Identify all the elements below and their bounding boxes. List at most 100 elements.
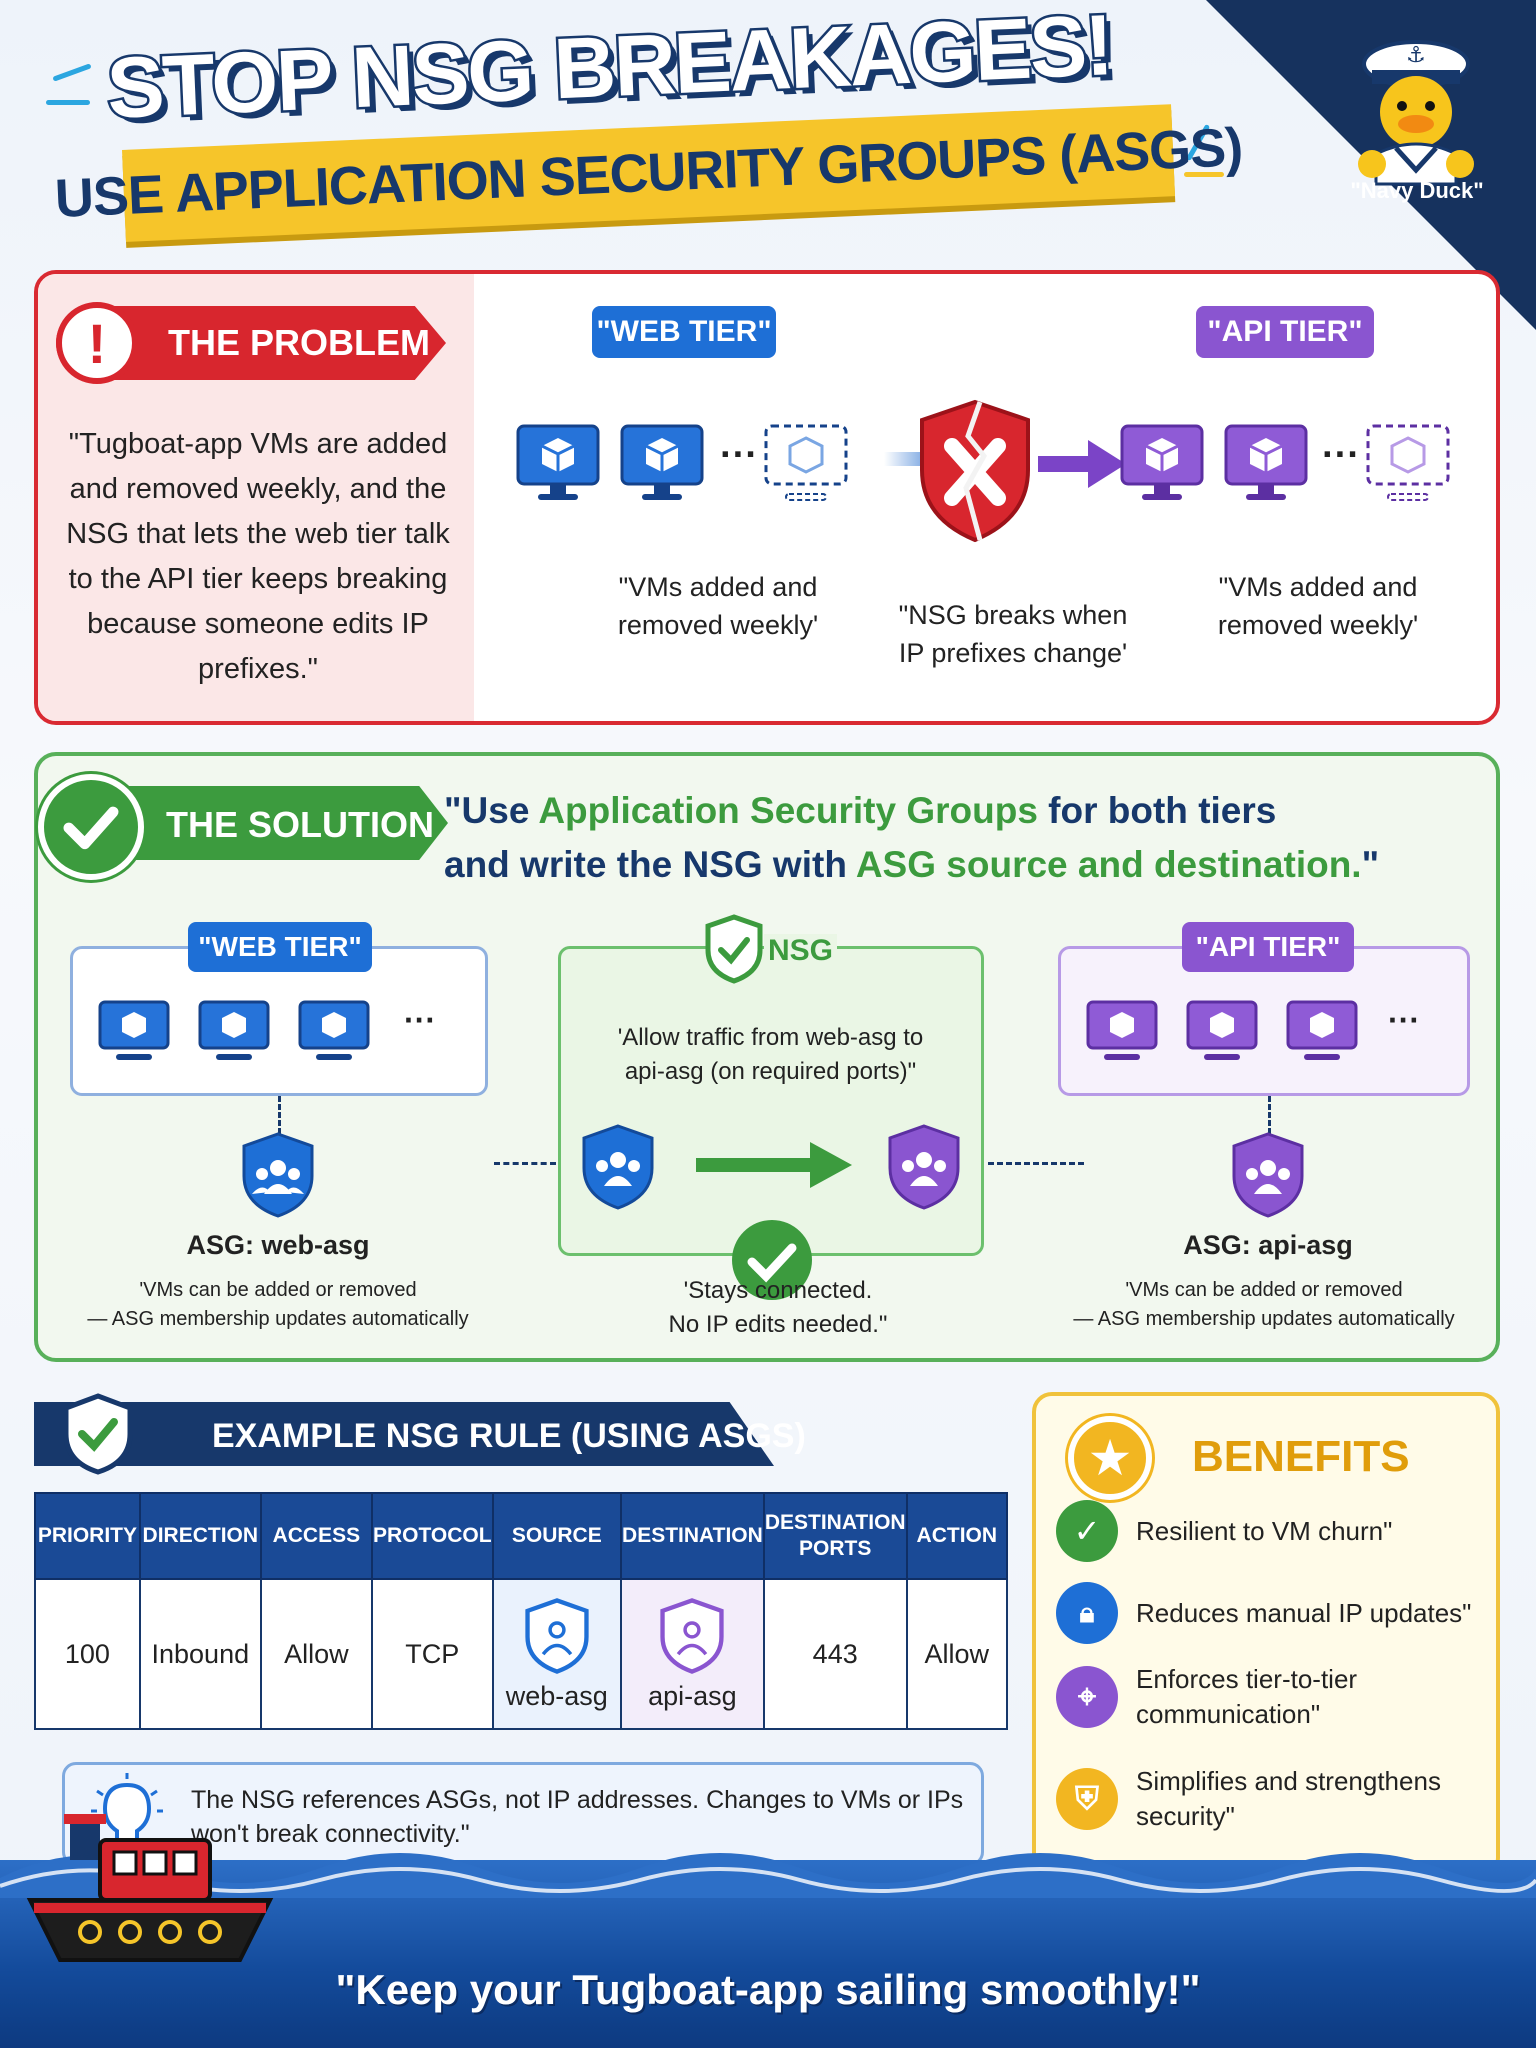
destination-cell: api-asg [620, 1578, 765, 1730]
vm-monitor-icon [298, 1000, 370, 1060]
destination-value: api-asg [648, 1680, 737, 1711]
nsg-shield-icon [705, 914, 763, 984]
column-header: SOURCE [491, 1492, 623, 1580]
arrow-right-icon [1038, 440, 1126, 488]
table-row: 100 Inbound Allow TCP web-asg api-asg 44… [34, 1578, 1009, 1730]
navy-duck-mascot-icon: ⚓ [1358, 40, 1474, 186]
vm-monitor-icon [516, 424, 600, 500]
column-header: PRIORITY [34, 1492, 141, 1580]
asg-shield-api-icon [660, 1597, 725, 1674]
api-asg-label: ASG: api-asg [1183, 1230, 1353, 1260]
shield-check-icon [63, 1393, 133, 1475]
check-icon: ✓ [1056, 1500, 1118, 1562]
quote-text: for both tiers [1037, 790, 1277, 831]
column-header: PROTOCOL [370, 1492, 494, 1580]
web-tier-pill: "WEB TIER" [188, 922, 372, 972]
connector-line [988, 1162, 1084, 1165]
stays-line: 'Stays connected. [683, 1277, 873, 1304]
web-tier-pill: "WEB TIER" [592, 306, 776, 358]
check-circle-icon [732, 1220, 812, 1300]
ellipsis: ··· [404, 1002, 436, 1038]
quote-text: "Use [444, 790, 539, 831]
spark-decoration [1184, 172, 1224, 177]
connector-line [278, 1096, 281, 1142]
ellipsis: ··· [1322, 434, 1360, 476]
asg-note-line: 'VMs can be added or removed [1125, 1279, 1403, 1301]
checkmark-icon [38, 774, 144, 880]
mascot-name: "Navy Duck" [1350, 178, 1484, 203]
column-header: DIRECTION [138, 1492, 262, 1580]
column-header: DESTINATION [620, 1492, 765, 1580]
web-tier-caption: "VMs added and removed weekly' [617, 572, 819, 640]
column-header: DESTINATION PORTS [762, 1492, 908, 1580]
solution-badge [88, 786, 448, 860]
table-cell: Allow [905, 1578, 1009, 1730]
spark-decoration [52, 63, 92, 82]
vm-dashed-icon [1366, 424, 1450, 501]
wave-decoration [0, 1853, 1536, 1898]
table-cell: 443 [762, 1578, 908, 1730]
stays-connected-text: 'Stays connected. No IP edits needed." [608, 1274, 948, 1342]
quote-text: " [1361, 844, 1380, 885]
api-tier-caption: "VMs added and removed weekly' [1217, 572, 1419, 640]
asg-note-line: — ASG membership updates automatically [87, 1308, 469, 1330]
api-tier-pill: "API TIER" [1182, 922, 1354, 972]
source-value: web-asg [505, 1680, 608, 1711]
table-cell: 100 [34, 1578, 141, 1730]
vm-monitor-icon [98, 1000, 170, 1060]
vm-monitor-icon [1224, 424, 1308, 500]
svg-text:⚓: ⚓ [1406, 42, 1426, 67]
nsg-breaks-caption: "NSG breaks when IP prefixes change' [898, 600, 1128, 668]
quote-highlight: Application Security Groups [538, 790, 1038, 831]
asg-shield-web-icon [242, 1132, 314, 1218]
table-cell: Allow [259, 1578, 373, 1730]
table-header-row: PRIORITY DIRECTION ACCESS PROTOCOL SOURC… [34, 1492, 1009, 1580]
footer-slogan: "Keep your Tugboat-app sailing smoothly!… [335, 1966, 1201, 2013]
example-rule-section: EXAMPLE NSG RULE (USING ASGS) PRIORITY D… [34, 1392, 1010, 1912]
problem-panel: ! THE PROBLEM "Tugboat-app VMs are added… [34, 270, 1500, 725]
source-cell: web-asg [491, 1578, 623, 1730]
quote-highlight: ASG source and destination. [855, 844, 1362, 885]
vm-monitor-icon [1120, 424, 1204, 500]
star-icon: ★ [1068, 1416, 1152, 1500]
vm-monitor-icon [620, 424, 704, 500]
benefit-item: Reduces manual IP updates" [1136, 1598, 1472, 1628]
benefit-item: Simplifies and strengthens security" [1136, 1766, 1441, 1831]
tugboat-icon [26, 1814, 274, 1962]
exclamation-icon: ! [56, 302, 138, 384]
vm-monitor-icon [1086, 1000, 1158, 1060]
table-cell: TCP [370, 1578, 494, 1730]
nsg-label: NSG [764, 934, 838, 968]
lock-icon: 🔒︎ [1056, 1582, 1118, 1644]
ellipsis: ··· [1388, 1002, 1420, 1038]
api-tier-pill: "API TIER" [1196, 306, 1374, 358]
target-icon: ⌖ [1056, 1666, 1118, 1728]
vm-monitor-icon [198, 1000, 270, 1060]
solution-label: THE SOLUTION [166, 804, 434, 845]
nsg-rule-text: 'Allow traffic from web-asg to api-asg (… [617, 1024, 924, 1085]
benefit-item: Enforces tier-to-tier communication" [1136, 1664, 1358, 1729]
asg-shield-web-icon [582, 1124, 654, 1210]
column-header: ACCESS [259, 1492, 373, 1580]
quote-text: and write the NSG with [444, 844, 856, 885]
problem-quote: "Tugboat-app VMs are added and removed w… [66, 428, 450, 685]
web-asg-label: ASG: web-asg [186, 1230, 370, 1260]
asg-note-line: 'VMs can be added or removed [139, 1279, 417, 1301]
web-asg-note: 'VMs can be added or removed — ASG member… [68, 1276, 488, 1334]
vm-monitor-icon [1186, 1000, 1258, 1060]
green-arrow-icon [696, 1142, 852, 1188]
asg-shield-web-icon [525, 1597, 589, 1674]
problem-label: THE PROBLEM [168, 322, 431, 363]
column-header: ACTION [905, 1492, 1009, 1580]
table-cell: Inbound [138, 1578, 262, 1730]
broken-shield-icon [920, 399, 1030, 543]
shield-icon: ⛨ [1056, 1768, 1118, 1830]
connector-line [1268, 1096, 1271, 1142]
benefits-panel: ★ BENEFITS ✓ Resilient to VM churn" 🔒︎ R… [1032, 1392, 1500, 1878]
spark-decoration [46, 100, 90, 105]
stays-line: No IP edits needed." [668, 1311, 888, 1338]
solution-quote: "Use Application Security Groups for bot… [444, 784, 1484, 892]
solution-panel: THE SOLUTION "Use Application Security G… [34, 752, 1500, 1362]
ellipsis: ··· [720, 434, 758, 476]
vm-dashed-icon [764, 424, 848, 501]
